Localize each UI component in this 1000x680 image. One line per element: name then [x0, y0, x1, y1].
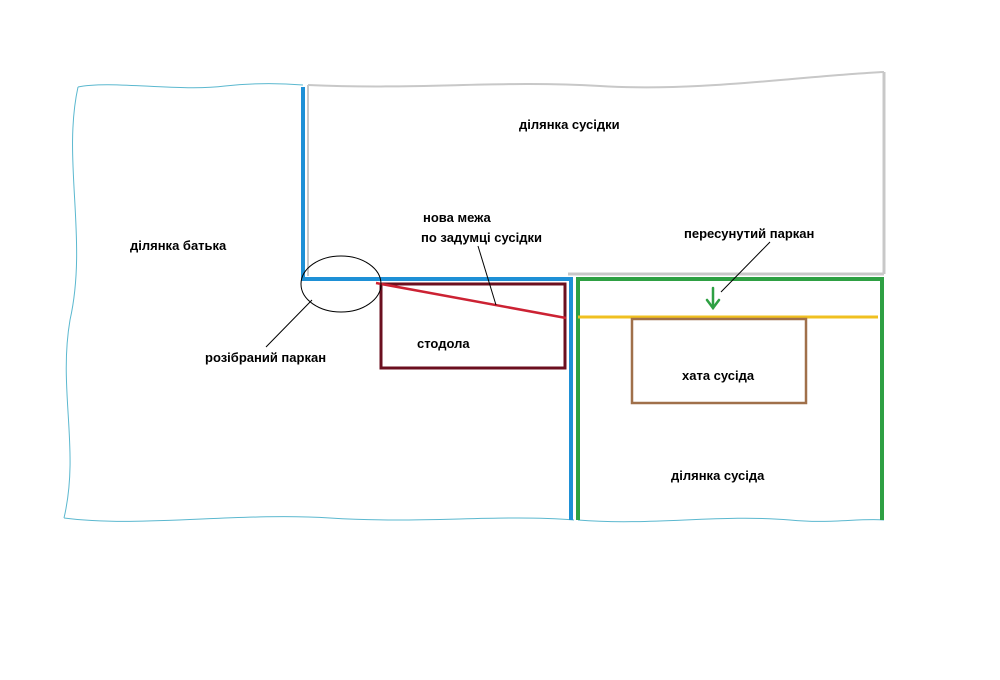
label-father-plot: ділянка батька [130, 238, 227, 253]
label-new-boundary-1: нова межа [423, 210, 492, 225]
label-neighbor-m-plot: ділянка сусіда [671, 468, 765, 483]
green-fence [576, 277, 884, 520]
new-boundary-line [375, 281, 567, 320]
neighbor-house-outline [630, 317, 808, 405]
dismantled-fence-ellipse [300, 255, 382, 313]
label-moved-fence: пересунутий паркан [684, 226, 814, 241]
neighbor-m-plot-bottom-edge [577, 517, 885, 523]
label-barn: стодола [417, 336, 470, 351]
label-dismantled-fence: розібраний паркан [205, 350, 326, 365]
neighbor-f-plot-top-edge [307, 71, 885, 89]
father-plot-outline [63, 83, 575, 522]
label-neighbor-f-plot: ділянка сусідки [519, 117, 620, 132]
label-new-boundary-2: по задумці сусідки [421, 230, 542, 245]
moved-fence-arrow-icon [705, 286, 721, 311]
leader-dismantled-fence [265, 299, 313, 348]
leader-new-boundary [477, 245, 497, 306]
leader-moved-fence [720, 241, 771, 293]
label-neighbor-house: хата сусіда [682, 368, 755, 383]
barn-outline [379, 282, 567, 370]
blue-fence [301, 87, 573, 520]
